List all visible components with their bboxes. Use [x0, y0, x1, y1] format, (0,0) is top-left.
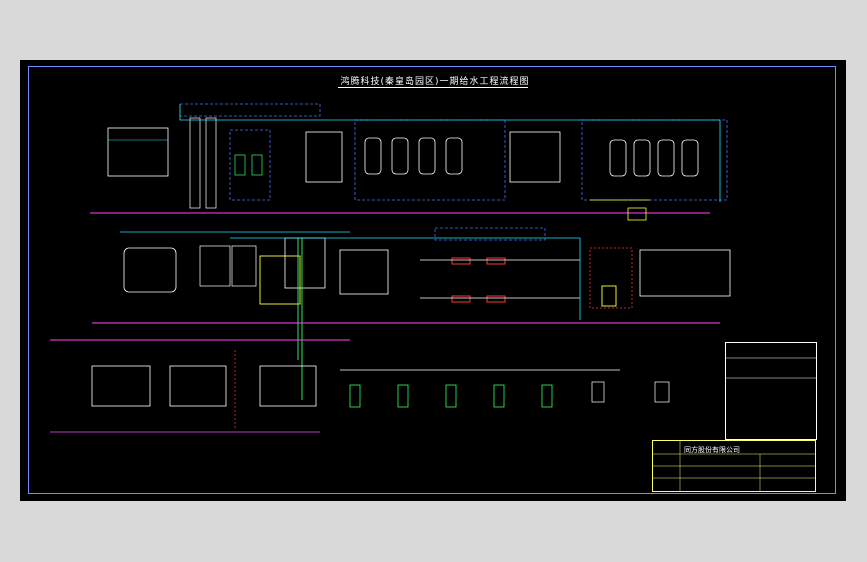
filter-vessel-icon — [657, 139, 675, 177]
intermediate-tank — [305, 131, 343, 183]
filter-vessel-icon — [681, 139, 699, 177]
title-underline — [338, 87, 528, 88]
legend-box — [725, 342, 817, 440]
red-dashed-zone — [589, 247, 633, 309]
tank-mid-2 — [339, 249, 389, 295]
heat-exchanger-3 — [451, 295, 471, 303]
filter-vessel-icon — [364, 137, 382, 175]
dosing-unit-a — [234, 154, 246, 176]
filter-column-a — [189, 117, 201, 209]
pump-icon — [349, 384, 361, 408]
raw-water-tank — [107, 127, 169, 177]
top-header-box — [179, 103, 321, 117]
pump-icon — [397, 384, 409, 408]
yellow-pipe-box — [259, 255, 301, 305]
heat-exchanger-1 — [451, 257, 471, 265]
product-water-tank — [639, 249, 731, 297]
pump-icon — [541, 384, 553, 408]
filter-vessel-icon — [445, 137, 463, 175]
yellow-unit — [601, 285, 617, 307]
filter-vessel-icon — [633, 139, 651, 177]
title-block — [652, 440, 816, 492]
right-filter-box — [581, 119, 728, 201]
storage-tank-1 — [91, 365, 151, 407]
company-name: 同方股份有限公司 — [684, 446, 740, 454]
small-tank — [591, 381, 605, 403]
filter-column-b — [205, 117, 217, 209]
heat-exchanger-2 — [486, 257, 506, 265]
tank-panel-2 — [231, 245, 257, 287]
filter-bank-box — [354, 119, 506, 201]
pump-icon — [493, 384, 505, 408]
dosing-unit-b — [251, 154, 263, 176]
storage-tank-2 — [169, 365, 227, 407]
heat-exchanger-4 — [486, 295, 506, 303]
small-tank-2 — [654, 381, 670, 403]
pump-icon — [445, 384, 457, 408]
uf-unit-box — [434, 227, 546, 241]
storage-tank-3 — [259, 365, 317, 407]
drawing-title: 鸿腾科技(秦皇岛园区)一期给水工程流程图 — [340, 77, 530, 87]
clear-water-tank-1 — [123, 247, 177, 293]
drawing-border — [28, 66, 836, 494]
process-flow-diagram — [50, 103, 817, 492]
filter-vessel-icon — [609, 139, 627, 177]
tank-panel — [199, 245, 231, 287]
pressure-vessel — [284, 237, 326, 289]
dosing-cabinet — [229, 129, 271, 201]
filter-vessel-icon — [418, 137, 436, 175]
tank-mid — [509, 131, 561, 183]
filter-vessel-icon — [391, 137, 409, 175]
cad-viewport[interactable]: 鸿腾科技(秦皇岛园区)一期给水工程流程图 同方股份有限公司 — [20, 60, 846, 501]
